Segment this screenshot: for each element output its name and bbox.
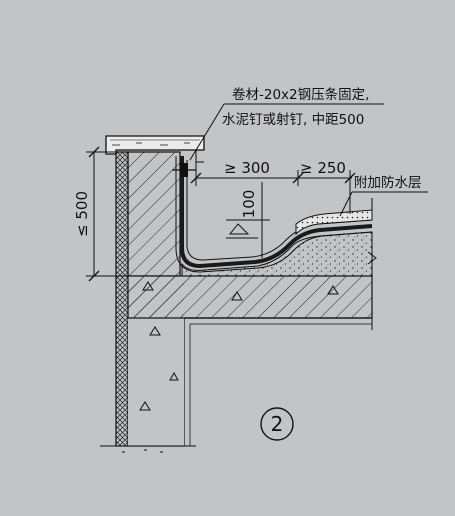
roof-screed-layer	[181, 231, 373, 277]
bottom-break	[100, 445, 196, 453]
parapet-wall	[127, 151, 181, 277]
parapet-height-label: ≤ 500	[73, 191, 91, 237]
dimension-300-label: ≥ 300	[224, 159, 270, 177]
horizontal-dimensions: ≥ 300 ≥ 250	[190, 159, 356, 214]
exterior-insulation-layer	[115, 151, 129, 447]
break-lines	[367, 198, 377, 330]
detail-number-label: 2	[271, 412, 284, 436]
fixing-note-leader: 卷材-20x2钢压条固定, 水泥钉或射钉, 中距500	[189, 86, 384, 161]
fixing-note-line1: 卷材-20x2钢压条固定,	[232, 86, 369, 103]
additional-layer-label: 附加防水层	[354, 175, 422, 191]
fixing-note-line2: 水泥钉或射钉, 中距500	[222, 112, 364, 128]
fixing-nail	[172, 163, 196, 177]
parapet-height-dimension: ≤ 500	[73, 146, 128, 282]
upturn-dimension: 100	[226, 182, 270, 258]
detail-number-marker: 2	[260, 407, 294, 441]
upturn-100-label: 100	[240, 190, 258, 219]
roof-slab	[127, 275, 373, 446]
dimension-250-label: ≥ 250	[300, 159, 346, 177]
additional-layer-leader: 附加防水层	[339, 175, 428, 217]
additional-waterproof-layer	[295, 209, 373, 236]
parapet-coping	[105, 135, 205, 163]
